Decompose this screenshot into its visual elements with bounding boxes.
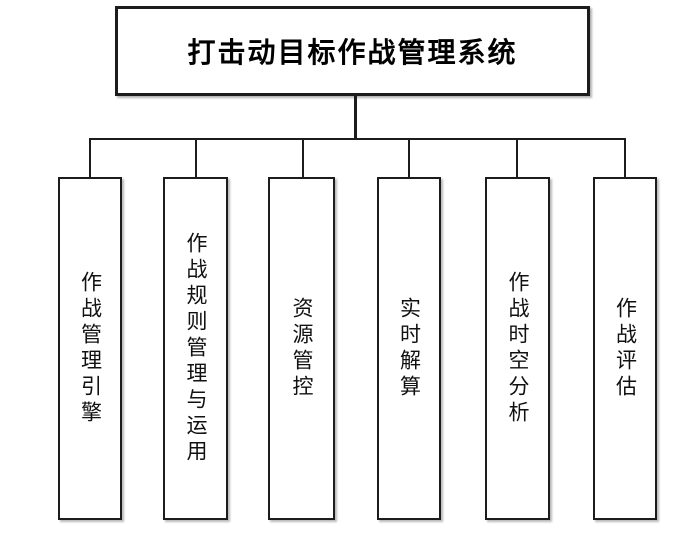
connector-branch-2 bbox=[195, 139, 197, 177]
child-node-realtime-computation: 实时解算 bbox=[377, 177, 441, 520]
connector-branch-5 bbox=[516, 139, 518, 177]
child-node-label: 作战管理引擎 bbox=[78, 270, 102, 427]
child-node-label: 作战时空分析 bbox=[506, 270, 529, 427]
connector-branch-3 bbox=[302, 139, 304, 177]
child-node-combat-spatiotemporal-analysis: 作战时空分析 bbox=[485, 177, 550, 520]
child-node-label: 作战评估 bbox=[613, 296, 637, 401]
root-node: 打击动目标作战管理系统 bbox=[115, 6, 590, 96]
child-node-label: 作战规则管理与运用 bbox=[184, 231, 207, 466]
connector-branch-4 bbox=[408, 139, 410, 177]
child-node-resource-control: 资源管控 bbox=[268, 177, 335, 520]
root-node-label: 打击动目标作战管理系统 bbox=[187, 37, 518, 68]
child-node-combat-management-engine: 作战管理引擎 bbox=[58, 177, 122, 520]
connector-branch-1 bbox=[89, 139, 91, 177]
child-node-combat-rules-management: 作战规则管理与运用 bbox=[163, 177, 228, 520]
connector-branch-6 bbox=[624, 139, 626, 177]
child-node-combat-assessment: 作战评估 bbox=[593, 177, 657, 520]
child-node-label: 资源管控 bbox=[290, 296, 313, 401]
connector-root-stem bbox=[354, 95, 357, 139]
connector-horizontal-bar bbox=[89, 138, 626, 140]
child-node-label: 实时解算 bbox=[397, 296, 421, 401]
